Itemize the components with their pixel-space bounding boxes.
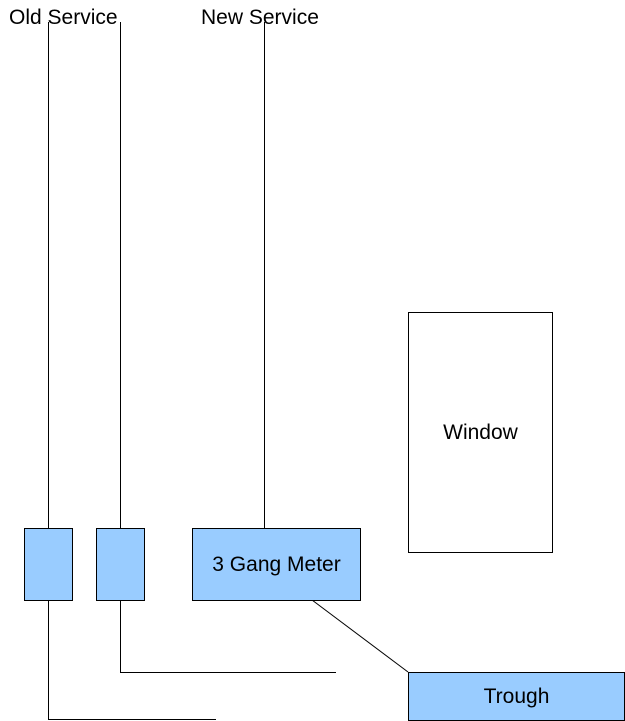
- trough-label: Trough: [483, 684, 550, 708]
- meter-trough-connector: [311, 599, 409, 673]
- trough-box: Trough: [408, 672, 625, 721]
- meter-box: 3 Gang Meter: [192, 528, 361, 601]
- new-service-label: New Service: [201, 6, 319, 29]
- old-service-box-1: [24, 528, 73, 601]
- meter-label: 3 Gang Meter: [212, 552, 341, 576]
- old-service-label: Old Service: [9, 6, 118, 29]
- window-box: Window: [408, 312, 553, 553]
- window-label: Window: [443, 420, 518, 444]
- old-service-box-2: [96, 528, 145, 601]
